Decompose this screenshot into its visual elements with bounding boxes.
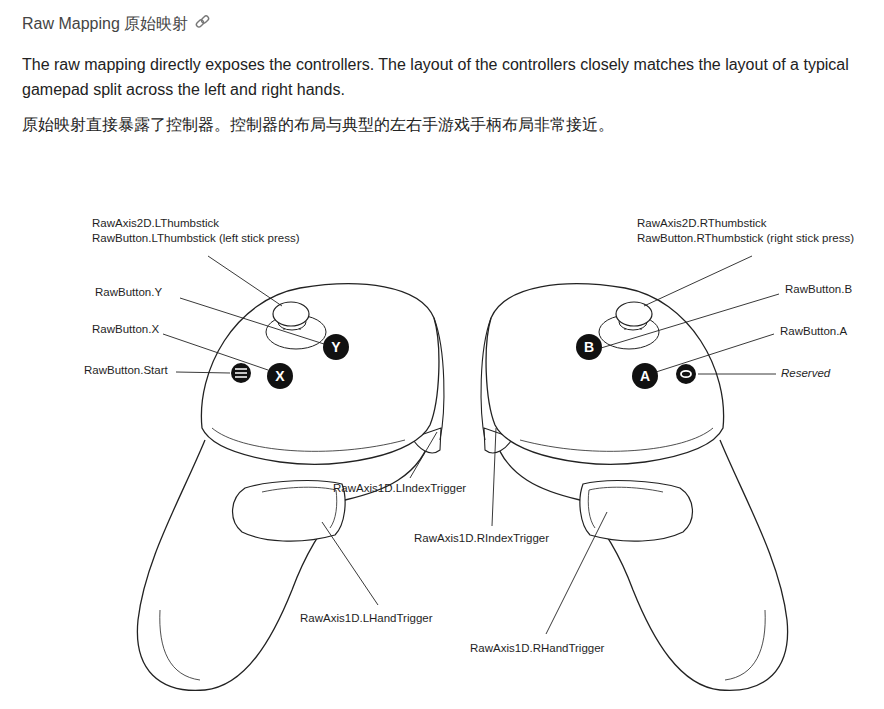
callout-label: RawButton.RThumbstick (right stick press… — [637, 232, 854, 244]
button-letter: A — [640, 368, 650, 384]
button-letter: Y — [331, 339, 340, 355]
callout-label: RawAxis1D.RIndexTrigger — [414, 532, 549, 544]
button-letter: B — [584, 339, 594, 355]
reserved-button — [676, 364, 696, 384]
callout-label: RawButton.X — [92, 323, 159, 335]
callout-label: RawAxis1D.LHandTrigger — [300, 612, 433, 624]
callout-label: RawButton.Start — [84, 364, 168, 376]
start-button — [231, 363, 251, 383]
intro-text: The raw mapping directly exposes the con… — [22, 52, 878, 102]
callout-label: Reserved — [781, 367, 830, 379]
callout-label: RawButton.LThumbstick (left stick press) — [92, 232, 300, 244]
button-letter: X — [275, 368, 284, 384]
callout-label: RawAxis1D.LIndexTrigger — [333, 482, 466, 494]
callout-label: RawButton.B — [785, 283, 852, 295]
callout-label: RawButton.Y — [95, 286, 162, 298]
link-icon — [195, 15, 209, 28]
page-title: Raw Mapping 原始映射 — [22, 14, 188, 35]
callout-label: RawButton.A — [780, 325, 847, 337]
leader-lines — [163, 256, 779, 634]
right-controller — [481, 284, 788, 691]
callout-label: RawAxis2D.RThumbstick — [637, 217, 767, 229]
callout-label: RawAxis1D.RHandTrigger — [470, 642, 604, 654]
intro-text: 原始映射直接暴露了控制器。控制器的布局与典型的左右手游戏手柄布局非常接近。 — [22, 112, 878, 137]
callout-label: RawAxis2D.LThumbstick — [92, 217, 219, 229]
